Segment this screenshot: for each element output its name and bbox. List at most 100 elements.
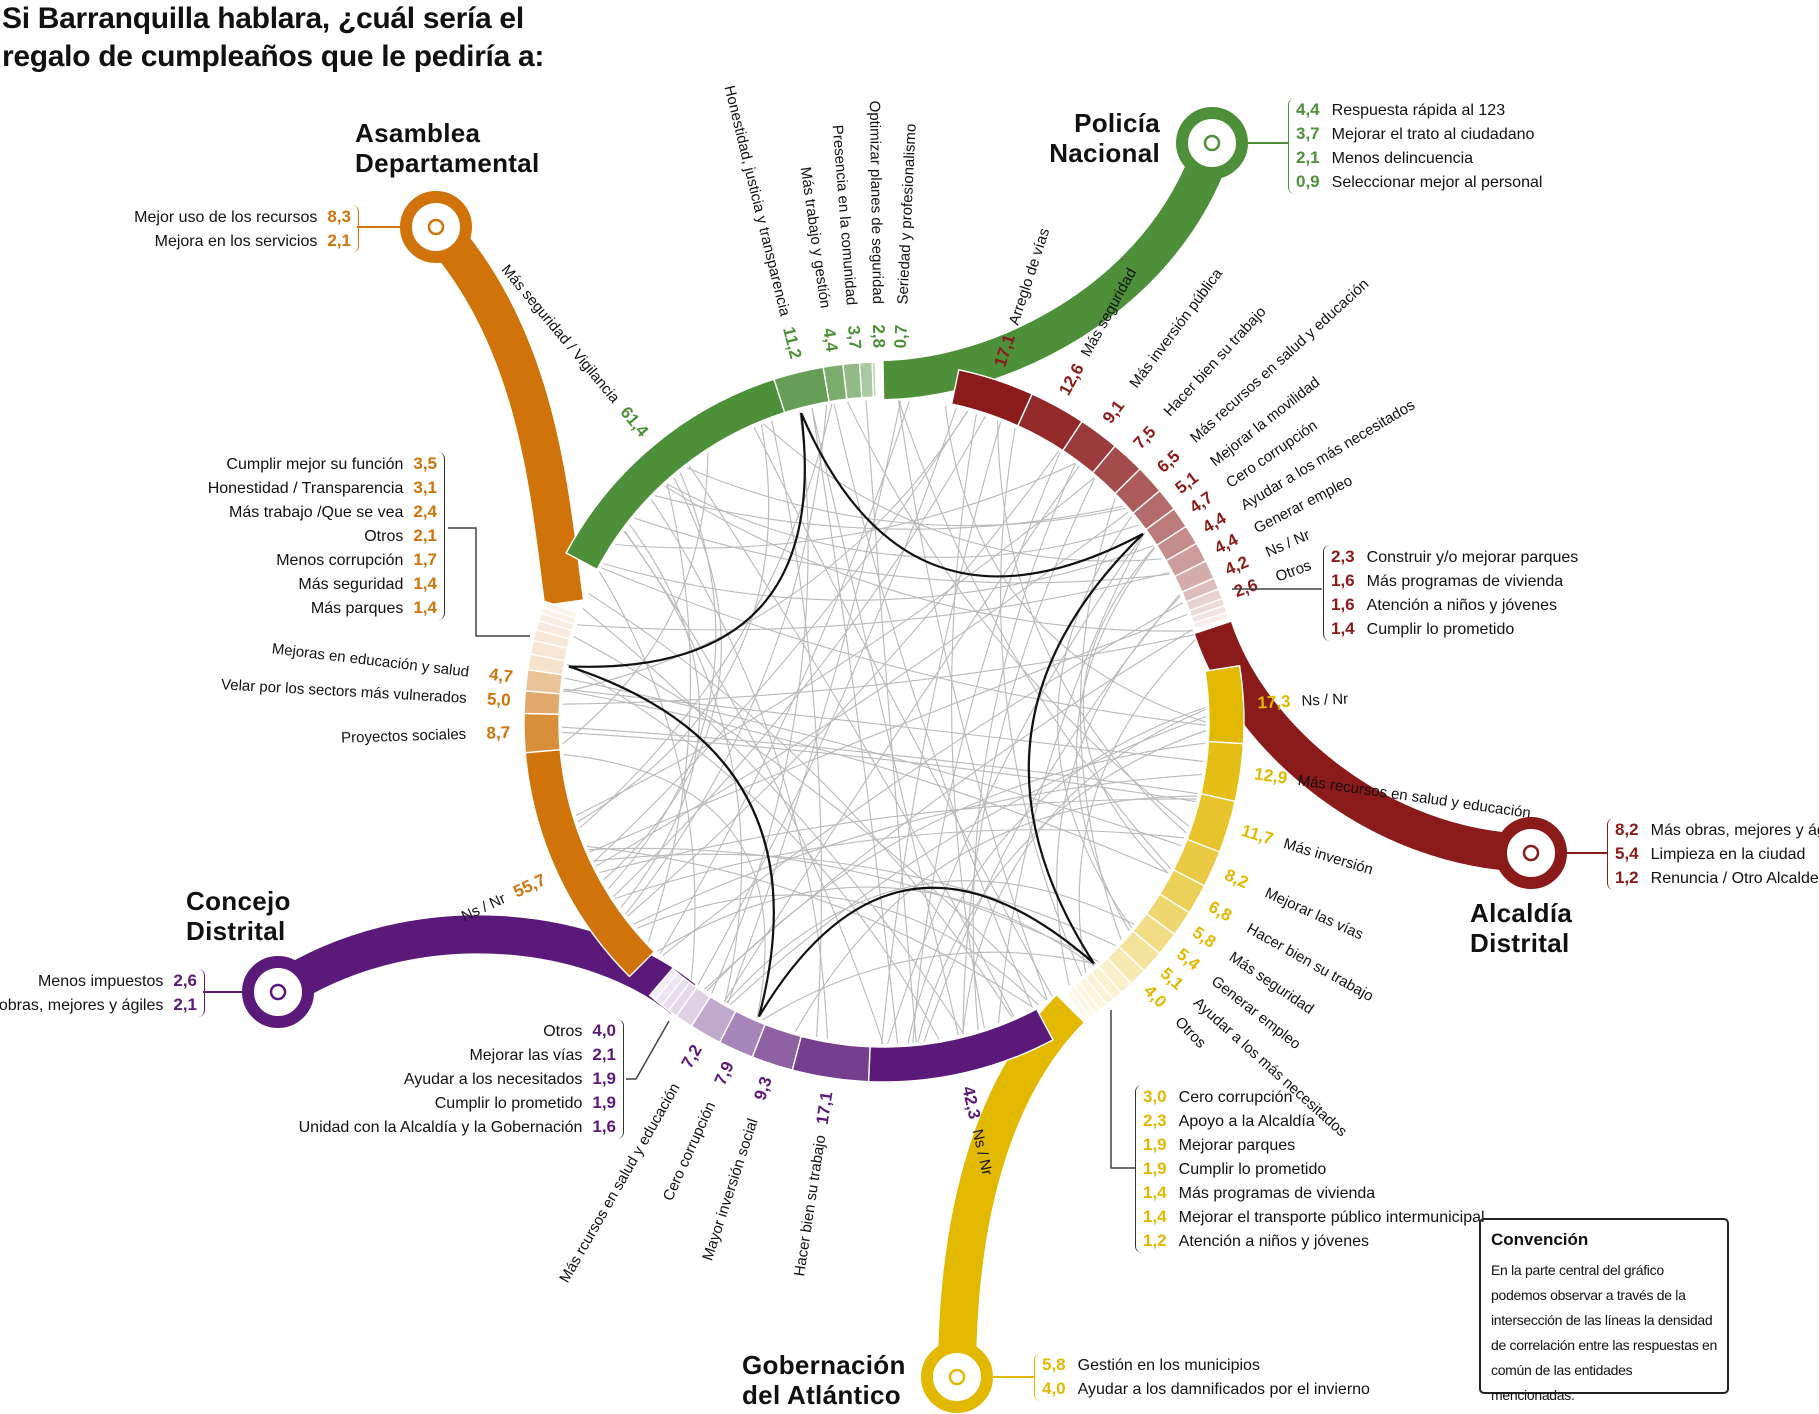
correlation-line — [593, 853, 1116, 947]
asamblea-segment — [523, 690, 561, 715]
list-item-value: 4,4 — [1296, 100, 1320, 119]
correlation-line — [563, 689, 1169, 874]
list-item-label: Cumplir lo prometido — [434, 1095, 583, 1112]
entity-name-line: Concejo — [186, 886, 291, 916]
segment-label: Honestidad, justicia y transparencia — [721, 84, 794, 319]
correlation-line — [564, 677, 1182, 847]
correlation-line — [650, 499, 828, 1040]
correlation-line — [579, 404, 833, 829]
segment-label: Más trabajo y gestión — [797, 166, 834, 310]
gobernacion-segment — [1204, 664, 1245, 745]
list-item-label: Cumplir mejor su función — [226, 456, 404, 473]
entity-name-policia: Policía Nacional — [1000, 108, 1160, 168]
list-item-value: 2,1 — [173, 995, 197, 1014]
segment-value: 7,5 — [1130, 422, 1160, 452]
list-item-label: Renuncia / Otro Alcalde — [1650, 870, 1819, 887]
correlation-line — [881, 421, 1002, 1045]
correlation-line — [729, 716, 1207, 1006]
correlation-line — [626, 451, 1059, 917]
policia-segment — [871, 361, 877, 398]
list-item-label: Más seguridad — [298, 576, 404, 593]
list-item-label: Mejorar las vías — [469, 1047, 583, 1064]
correlation-line — [562, 452, 709, 745]
list-item-label: Otros — [543, 1023, 583, 1040]
list-item-label: Más programas de vivienda — [1366, 573, 1564, 590]
entity-nodes — [203, 107, 1607, 1413]
list-item-value: 1,9 — [1143, 1159, 1167, 1178]
segment-label: Proyectos sociales — [341, 726, 467, 747]
list-item-value: 1,6 — [1331, 595, 1355, 614]
asamblea-segment — [523, 712, 561, 754]
correlation-line — [608, 472, 717, 889]
list-item: Cumplir mejor su función 3,5 — [208, 452, 437, 476]
list-item-value: 1,4 — [413, 598, 437, 617]
list-item-value: 8,2 — [1615, 820, 1639, 839]
entity-name-line: Distrital — [1470, 928, 1570, 958]
list-item-value: 8,3 — [327, 207, 351, 226]
list-item-label: Cero corrupción — [1178, 1089, 1293, 1106]
segment-value: 17,1 — [813, 1090, 837, 1126]
list-item-value: 5,8 — [1042, 1355, 1066, 1374]
list-item-label: Menos delincuencia — [1331, 150, 1474, 167]
list-item-value: 1,6 — [1331, 571, 1355, 590]
correlation-line — [907, 706, 1206, 1044]
list-item-label: Mejorar el transporte público intermunic… — [1178, 1209, 1485, 1226]
list-item-label: Honestidad / Transparencia — [207, 480, 404, 497]
ring-segments — [523, 361, 1245, 1083]
segment-value: 4,4 — [819, 327, 841, 354]
alcaldia-segment — [1192, 611, 1230, 630]
segment-value: 8,2 — [1222, 865, 1251, 892]
list-item-value: 2,3 — [1331, 547, 1355, 566]
list-item-value: 3,0 — [1143, 1087, 1167, 1106]
segment-label: Velar por los sectors más vulnerados — [221, 676, 468, 707]
list-item-label: Más trabajo /Que se vea — [229, 504, 404, 521]
correlation-line — [944, 405, 1207, 723]
segment-value: 6,5 — [1153, 446, 1183, 476]
segment-label: Seriedad y profesionalismo — [894, 123, 919, 305]
list-item-value: 2,1 — [327, 231, 351, 250]
convention-box: Convención En la parte central del gráfi… — [1479, 1218, 1729, 1403]
segment-value: 7,2 — [678, 1042, 706, 1072]
segment-value: 4,2 — [1222, 552, 1251, 579]
correlation-line — [951, 413, 985, 1029]
correlation-line — [588, 847, 1100, 963]
correlation-line — [688, 465, 1015, 1017]
list-item-label: Cumplir lo prometido — [1366, 621, 1515, 638]
list-item-value: 2,6 — [173, 971, 197, 990]
segment-label: Optimizar planes de seguridad — [866, 100, 886, 304]
correlation-line — [614, 829, 1185, 900]
segment-value: 5,0 — [486, 690, 511, 710]
correlation-line — [697, 408, 957, 986]
correlation-line — [1057, 515, 1133, 929]
correlation-line — [847, 401, 1190, 827]
correlation-line — [795, 795, 1198, 1032]
policia-segment — [858, 361, 875, 399]
correlation-line — [562, 731, 1197, 803]
concejo-node — [203, 956, 314, 1028]
segment-value: 9,3 — [750, 1074, 775, 1102]
correlation-line — [586, 845, 1034, 1008]
segment-value: 55,7 — [510, 870, 548, 901]
list-item-value: 1,2 — [1615, 868, 1639, 887]
correlation-line — [633, 773, 1202, 925]
segment-value: 12,6 — [1055, 360, 1088, 398]
list-item: 3,0 Cero corrupción — [1143, 1085, 1485, 1109]
correlation-line — [623, 531, 743, 1003]
policia-segment — [842, 362, 863, 400]
list-item-value: 3,5 — [413, 454, 437, 473]
list-item-value: 3,1 — [413, 478, 437, 497]
chart-title: Si Barranquilla hablara, ¿cuál sería el … — [2, 0, 544, 76]
